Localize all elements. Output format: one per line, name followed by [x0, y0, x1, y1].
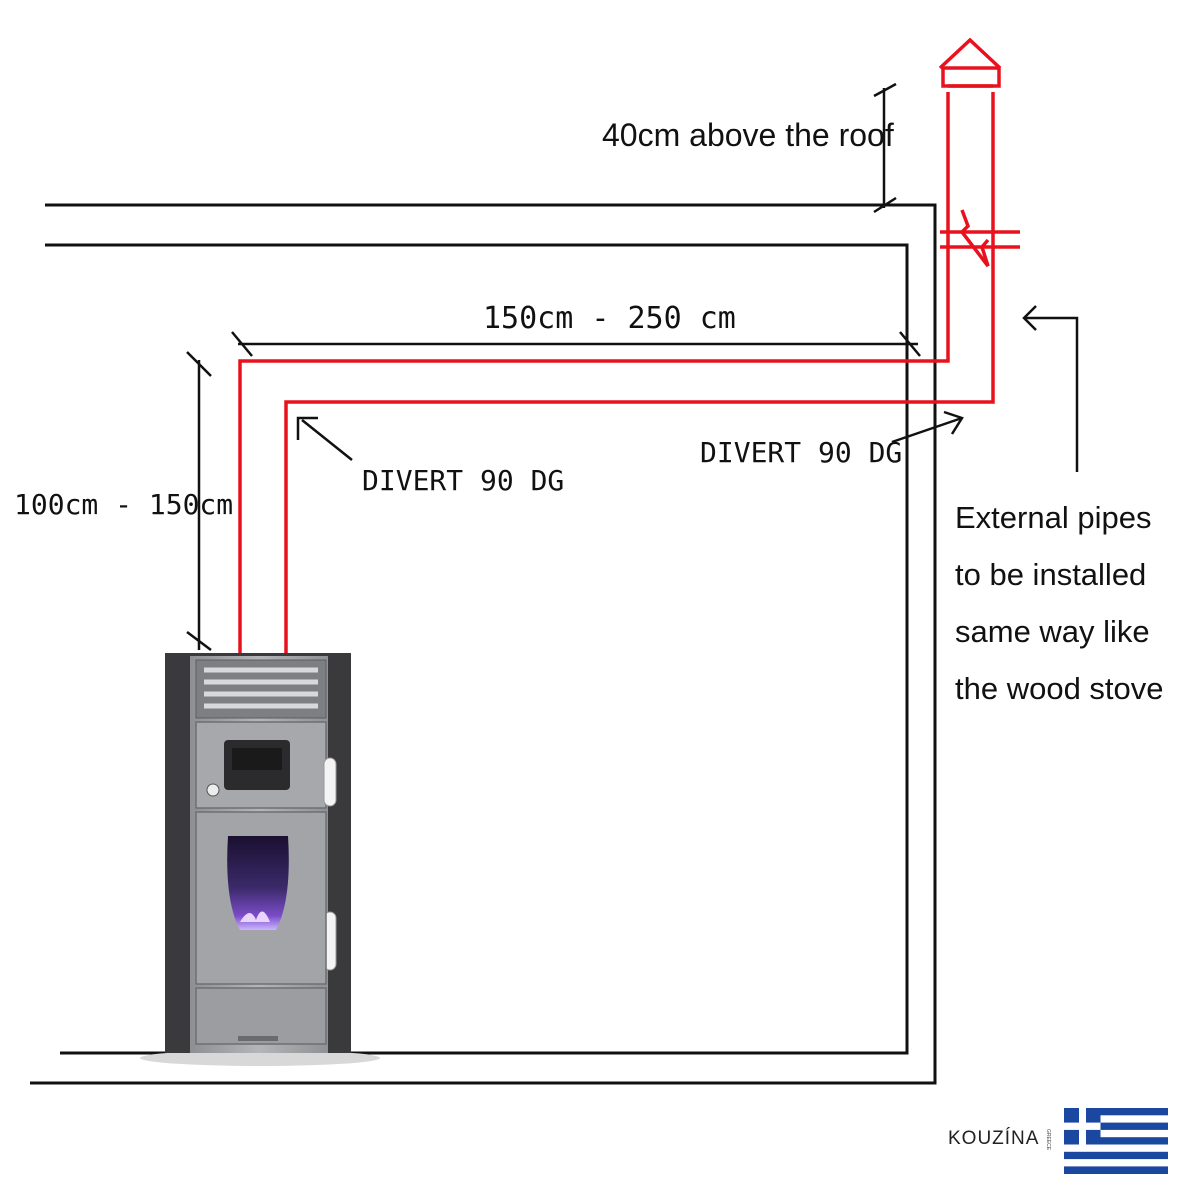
external-note-line-3: same way like [955, 614, 1150, 649]
thermometer-dial [206, 783, 220, 797]
external-note-line-2: to be installed [955, 557, 1146, 592]
pipe-inner-edge [238, 92, 950, 655]
brand-sub: GREECE [1045, 1129, 1051, 1151]
divert-left-label: DIVERT 90 DG [362, 464, 564, 497]
greek-flag-icon [1064, 1108, 1168, 1174]
divert-right-label: DIVERT 90 DG [700, 436, 902, 469]
roof-clearance-label: 40cm above the roof [602, 117, 894, 153]
brand-logo: KOUZÍNA GREECE [948, 1128, 1051, 1151]
external-note: External pipes to be installed same way … [955, 500, 1164, 706]
outer-wall [30, 203, 937, 1085]
stove-illustration [140, 653, 380, 1066]
building-outline [30, 203, 937, 1085]
pipe-outer-edge [284, 92, 995, 655]
roof-clearance-dimension [873, 82, 897, 214]
vertical-rise-dimension [186, 351, 212, 651]
horizontal-run-label: 150cm - 250 cm [483, 301, 736, 336]
chimney-cap [941, 66, 1001, 88]
inner-wall [45, 243, 909, 1055]
pipe-break-mark [959, 209, 990, 268]
external-note-arrow [1022, 305, 1079, 472]
flue-pipe [238, 37, 1020, 655]
vertical-rise-label: 100cm - 150cm [14, 488, 233, 521]
horizontal-run-dimension [231, 331, 921, 357]
divert-right-arrow [891, 410, 964, 444]
cap-roof [938, 37, 1002, 70]
external-note-line-1: External pipes [955, 500, 1151, 535]
brand-name: KOUZÍNA [948, 1128, 1039, 1149]
divert-left-arrow [296, 416, 353, 461]
external-note-line-4: the wood stove [955, 671, 1164, 706]
